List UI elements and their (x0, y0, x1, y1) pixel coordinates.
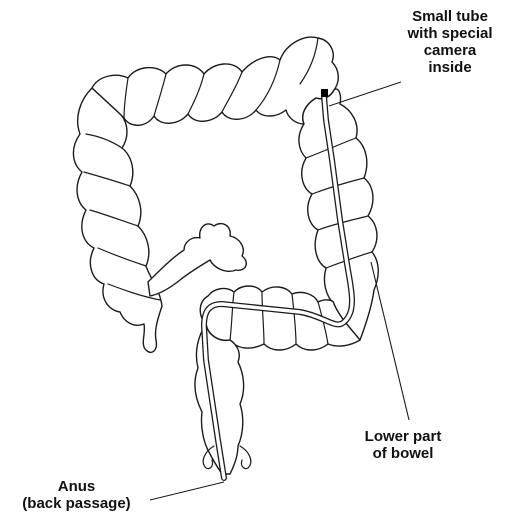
leader-anus (150, 482, 224, 500)
leader-bowel (371, 262, 409, 420)
sphincter-right (240, 446, 251, 469)
label-lower-bowel-line-2: of bowel (348, 445, 458, 462)
label-lower-bowel-line-1: Lower part (348, 428, 458, 445)
label-small-tube-line-2: with special (395, 25, 505, 42)
label-small-tube-line-1: Small tube (395, 8, 505, 25)
label-small-tube-line-4: inside (395, 59, 505, 76)
camera-tip (321, 89, 328, 97)
label-small-tube: Small tube with special camera inside (395, 8, 505, 76)
label-anus: Anus (back passage) (4, 478, 149, 512)
label-small-tube-line-3: camera (395, 42, 505, 59)
label-lower-bowel: Lower part of bowel (348, 428, 458, 462)
label-anus-line-1: Anus (4, 478, 149, 495)
small-intestine-end (148, 224, 246, 296)
ascending-colon (73, 88, 162, 352)
label-anus-line-2: (back passage) (4, 495, 149, 512)
